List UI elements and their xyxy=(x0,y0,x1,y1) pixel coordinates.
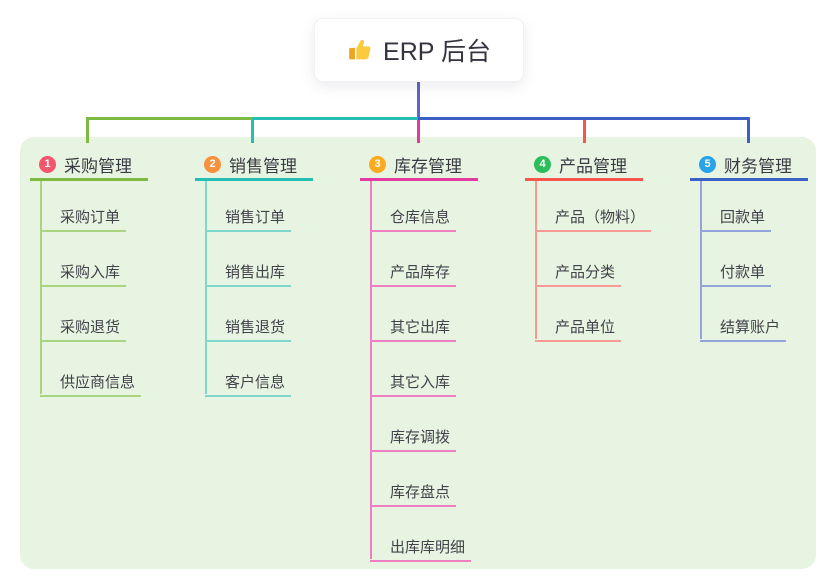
child-node[interactable]: 采购订单 xyxy=(40,201,127,232)
connector-drop-4 xyxy=(583,120,586,143)
branch-label: 采购管理 xyxy=(64,156,132,176)
branch-title-purchase[interactable]: 1 采购管理 xyxy=(30,150,148,181)
connector-bus-teal xyxy=(252,117,418,120)
connector-trunk xyxy=(417,82,420,117)
branch-title-finance[interactable]: 5 财务管理 xyxy=(690,150,808,181)
branch-title-product[interactable]: 4 产品管理 xyxy=(525,150,643,181)
child-node[interactable]: 产品单位 xyxy=(535,311,622,342)
branch-label: 销售管理 xyxy=(229,156,297,176)
branch-badge-5: 5 xyxy=(699,155,716,173)
child-node[interactable]: 回款单 xyxy=(700,201,772,232)
child-node[interactable]: 供应商信息 xyxy=(40,366,142,397)
root-label: ERP 后台 xyxy=(383,38,491,66)
branch-title-sales[interactable]: 2 销售管理 xyxy=(195,150,313,181)
root-node[interactable]: ERP 后台 xyxy=(314,18,524,82)
child-node[interactable]: 产品库存 xyxy=(370,256,457,287)
connector-bus-green xyxy=(86,117,252,120)
branch-spine-4 xyxy=(535,181,537,339)
branch-badge-3: 3 xyxy=(369,155,386,173)
child-node[interactable]: 销售出库 xyxy=(205,256,292,287)
child-node[interactable]: 出库库明细 xyxy=(370,531,472,562)
branch-spine-5 xyxy=(700,181,702,339)
child-node[interactable]: 采购入库 xyxy=(40,256,127,287)
child-node[interactable]: 销售退货 xyxy=(205,311,292,342)
child-node[interactable]: 库存调拨 xyxy=(370,421,457,452)
connector-drop-5 xyxy=(747,120,750,143)
child-node[interactable]: 付款单 xyxy=(700,256,772,287)
branch-badge-2: 2 xyxy=(204,155,221,173)
branch-badge-4: 4 xyxy=(534,155,551,173)
child-node[interactable]: 结算账户 xyxy=(700,311,787,342)
child-node[interactable]: 仓库信息 xyxy=(370,201,457,232)
thumbs-up-icon xyxy=(347,37,373,63)
branches-panel xyxy=(20,137,816,569)
branch-label: 库存管理 xyxy=(394,156,462,176)
branch-label: 财务管理 xyxy=(724,156,792,176)
branch-badge-1: 1 xyxy=(39,155,56,173)
connector-drop-3 xyxy=(417,120,420,143)
child-node[interactable]: 产品分类 xyxy=(535,256,622,287)
child-node[interactable]: 产品（物料） xyxy=(535,201,652,232)
connector-drop-1 xyxy=(86,120,89,143)
child-node[interactable]: 库存盘点 xyxy=(370,476,457,507)
branch-spine-3 xyxy=(370,181,372,559)
child-node[interactable]: 销售订单 xyxy=(205,201,292,232)
child-node[interactable]: 客户信息 xyxy=(205,366,292,397)
connector-drop-2 xyxy=(251,120,254,143)
branch-spine-2 xyxy=(205,181,207,394)
branch-title-inventory[interactable]: 3 库存管理 xyxy=(360,150,478,181)
branch-label: 产品管理 xyxy=(559,156,627,176)
connector-bus-blue xyxy=(418,117,750,120)
child-node[interactable]: 采购退货 xyxy=(40,311,127,342)
child-node[interactable]: 其它出库 xyxy=(370,311,457,342)
branch-spine-1 xyxy=(40,181,42,394)
child-node[interactable]: 其它入库 xyxy=(370,366,457,397)
